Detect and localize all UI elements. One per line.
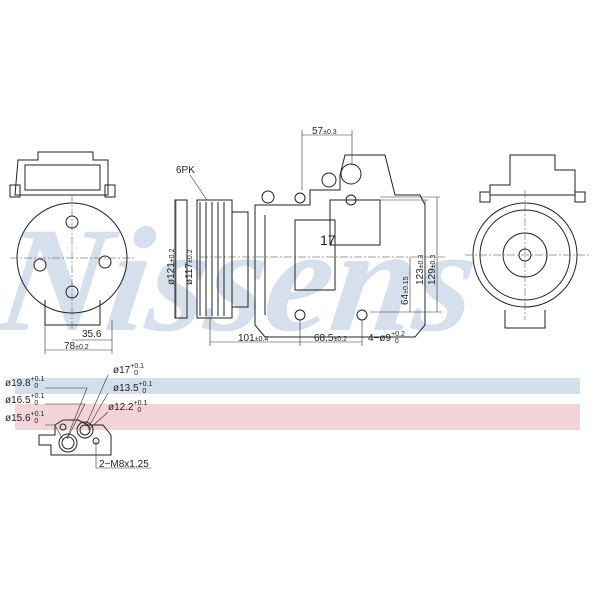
dim-height-low: 64±0.15 bbox=[400, 276, 411, 305]
mount-label: 17 bbox=[320, 232, 336, 248]
dim-pulley-inner: ø117±0.2 bbox=[184, 249, 195, 285]
belt-label: 6PK bbox=[176, 165, 195, 176]
pink-stripe bbox=[15, 404, 580, 430]
dim-mount-spacing: 68.5±0.2 bbox=[314, 333, 347, 344]
dim-port-spacing: 57±0.3 bbox=[312, 126, 337, 137]
dim-width: 78±0.2 bbox=[64, 341, 89, 352]
compressor-rear-view: 35.6 78±0.2 bbox=[9, 151, 135, 354]
dim-pulley-outer: ø121±0.2 bbox=[166, 249, 177, 285]
dim-pulley-to-mount: 101±0.4 bbox=[238, 333, 268, 344]
compressor-side-view: 17 57±0.3 6PK ø121±0.2 ø117±0.2 101±0.4 … bbox=[166, 126, 445, 346]
nissens-watermark: Nissens bbox=[0, 197, 487, 363]
dim-height-mid: 123±0.3 bbox=[415, 255, 426, 285]
dim-height-high: 129±0.3 bbox=[427, 255, 438, 285]
compressor-front-view bbox=[465, 154, 590, 329]
thread-label: 2−M8x1.25 bbox=[99, 459, 149, 470]
dim-bolt-offset: 35.6 bbox=[82, 329, 102, 340]
blue-stripe bbox=[15, 378, 580, 394]
